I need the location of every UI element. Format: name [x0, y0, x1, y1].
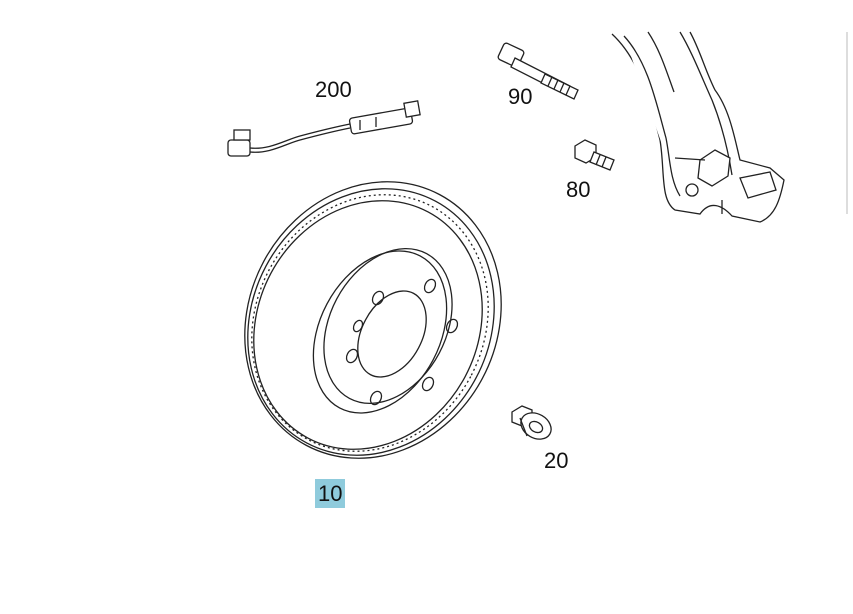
wear-sensor-part — [227, 100, 421, 157]
callout-label-screw: 20 — [544, 448, 569, 473]
screw-part — [511, 405, 552, 440]
long-bolt-part — [497, 42, 579, 100]
caliper-knuckle-part — [611, 31, 785, 223]
callout-label-wear-sensor: 200 — [315, 77, 352, 102]
brake-disc-part — [244, 181, 502, 459]
short-bolt-part — [574, 139, 615, 171]
callout-label-short-bolt: 80 — [566, 177, 591, 202]
callout-label-bolt: 90 — [508, 84, 533, 109]
callout-label-disc-highlighted[interactable]: 10 — [315, 479, 346, 508]
